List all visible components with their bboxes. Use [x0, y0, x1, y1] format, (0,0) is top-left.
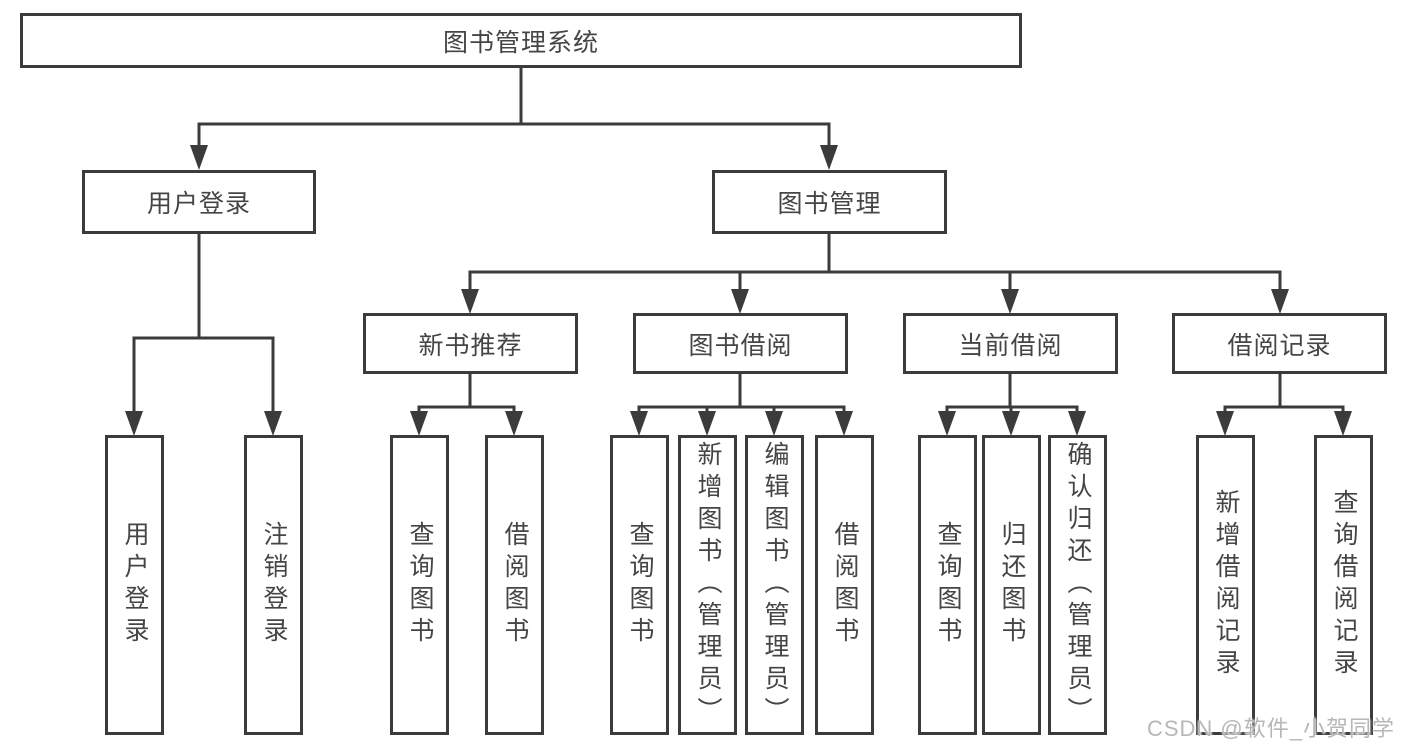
leaf-records-add-record: 新增借阅记录 — [1196, 435, 1255, 735]
node-label: 当前借阅 — [958, 331, 1063, 360]
leaf-current-query-books: 查询图书 — [918, 435, 977, 735]
node-new-book-recommend: 新书推荐 — [363, 313, 578, 374]
leaf-label: 查询图书 — [626, 521, 654, 649]
leaf-label: 用户登录 — [121, 521, 149, 649]
leaf-recommend-query-books: 查询图书 — [390, 435, 449, 735]
leaf-borrowing-borrow-books: 借阅图书 — [815, 435, 874, 735]
connector-paths — [132, 68, 1345, 414]
leaf-label: 借阅图书 — [501, 521, 529, 649]
leaf-label: 借阅图书 — [831, 521, 859, 649]
node-label: 新书推荐 — [418, 331, 523, 360]
leaf-label: 注销登录 — [260, 521, 288, 649]
node-label: 图书管理 — [777, 190, 882, 218]
node-book-borrowing: 图书借阅 — [633, 313, 848, 374]
leaf-label: 查询图书 — [406, 521, 434, 649]
arrowheads — [125, 145, 1352, 436]
csdn-watermark: CSDN @软件_小贺同学 — [1146, 716, 1395, 741]
leaf-label: 新增图书（管理员） — [694, 441, 722, 729]
leaf-current-confirm-return-admin: 确认归还（管理员） — [1048, 435, 1107, 735]
node-label: 借阅记录 — [1227, 331, 1332, 360]
leaf-current-return-books: 归还图书 — [982, 435, 1041, 735]
node-book-management: 图书管理 — [712, 170, 947, 234]
leaf-borrowing-query-books: 查询图书 — [610, 435, 669, 735]
leaf-label: 查询借阅记录 — [1330, 489, 1358, 681]
node-user-login: 用户登录 — [82, 170, 316, 234]
leaf-user-login: 用户登录 — [105, 435, 164, 735]
leaf-label: 编辑图书（管理员） — [761, 441, 789, 729]
leaf-borrowing-edit-books-admin: 编辑图书（管理员） — [745, 435, 804, 735]
leaf-logout: 注销登录 — [244, 435, 303, 735]
leaf-label: 查询图书 — [934, 521, 962, 649]
node-current-borrowing: 当前借阅 — [903, 313, 1118, 374]
node-label: 用户登录 — [146, 190, 251, 218]
node-library-management-system: 图书管理系统 — [20, 13, 1022, 68]
node-label: 图书管理系统 — [442, 28, 599, 57]
leaf-label: 确认归还（管理员） — [1064, 441, 1092, 729]
leaf-label: 归还图书 — [998, 521, 1026, 649]
leaf-recommend-borrow-books: 借阅图书 — [485, 435, 544, 735]
leaf-records-query-record: 查询借阅记录 — [1314, 435, 1373, 735]
leaf-label: 新增借阅记录 — [1212, 489, 1240, 681]
leaf-borrowing-add-books-admin: 新增图书（管理员） — [678, 435, 737, 735]
node-label: 图书借阅 — [688, 331, 793, 360]
node-borrowing-records: 借阅记录 — [1172, 313, 1387, 374]
